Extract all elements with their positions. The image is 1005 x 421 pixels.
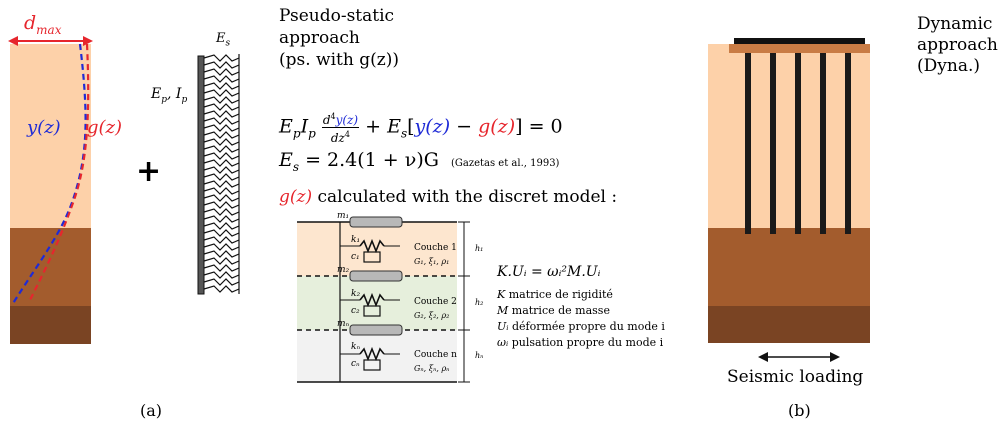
dynamic-piles [745,53,851,234]
layer-name-2: Couche 2 [414,297,457,307]
discrete-units [340,216,403,371]
seismic-arrowhead-left [758,352,768,362]
seismic-loading-label: Seismic loading [727,367,864,387]
soil-springs [203,54,240,293]
soil-sand-layer [10,44,91,228]
soil-clay-layer [10,228,91,306]
layer-params-1: G₁, ξ₁, ρ₁ [414,257,450,266]
dyn-sand-layer [708,44,870,228]
g-curve-label: g(z) [87,117,123,138]
soil-rock-layer [10,306,91,344]
damper-symbol [363,359,381,371]
caption-a: (a) [140,401,163,420]
modal-legend: K matrice de rigidité M matrice de masse… [497,287,665,351]
pile [820,53,826,234]
layer-params-3: Gₙ, ξₙ, ρₙ [414,364,450,373]
pile [745,53,751,234]
modal-line-k: K matrice de rigidité [497,288,613,301]
pile [770,53,776,234]
pile-cap [729,44,870,53]
mass-label-1: m₁ [337,211,350,221]
pseudo-title: Pseudo-static approach (ps. with g(z)) [279,6,399,70]
ep-ip-label: Ep, Ip [151,86,188,105]
layer-params-2: G₂, ξ₂, ρ₂ [414,311,450,320]
dyn-rock-layer [708,306,870,343]
y-curve-label: y(z) [27,117,61,138]
spring-label-3: kₙ [351,342,361,352]
damper-symbol [363,305,381,317]
dyn-clay-layer [708,228,870,306]
layer-name-1: Couche 1 [414,243,457,253]
equation-es: Es = 2.4(1 + ν)G (Gazetas et al., 1993) [279,149,560,174]
g-curve [29,43,90,301]
dmax-label: dmax [24,12,62,37]
pile-bar [197,55,205,295]
spring-symbol [359,292,385,308]
modal-line-m: M matrice de masse [497,304,610,317]
equation-pile: EpIp d4y(z) dz4 + Es[y(z) − g(z)] = 0 [279,112,563,145]
damper-label-3: cₙ [351,359,360,369]
caption-b: (b) [788,401,811,420]
mass-block [349,324,403,336]
mass-block [349,270,403,282]
superstructure-plate [734,38,865,44]
y-curve [11,43,87,306]
height-label-3: hₙ [475,351,484,360]
dmax-arrowhead-right [83,36,93,46]
layer-name-3: Couche n [414,350,457,360]
damper-label-2: c₂ [351,306,360,316]
citation: (Gazetas et al., 1993) [450,158,560,169]
mass-label-3: mₙ [337,319,350,329]
seismic-arrowhead-right [830,352,840,362]
height-label-1: h₁ [475,244,484,253]
height-label-2: h₂ [475,298,484,307]
spring-label-2: k₂ [351,289,361,299]
modal-equation: K.Uᵢ = ωᵢ²M.Uᵢ [497,264,601,280]
spring-symbol [359,238,385,254]
dmax-arrowhead-left [8,36,18,46]
discrete-model-label: g(z) calculated with the discret model : [279,187,618,207]
damper-label-1: c₁ [351,252,360,262]
dynamic-title: Dynamic approach (Dyna.) [917,14,998,76]
pile [795,53,801,234]
pile [845,53,851,234]
mass-block [349,216,403,228]
damper-symbol [363,251,381,263]
modal-line-u: Uᵢ déformée propre du mode i [497,320,665,333]
es-label: Es [216,31,231,49]
plus-sign: + [136,154,162,189]
spring-label-1: k₁ [351,235,361,245]
spring-symbol [359,346,385,362]
modal-line-w: ωᵢ pulsation propre du mode i [497,336,664,349]
mass-label-2: m₂ [337,265,350,275]
